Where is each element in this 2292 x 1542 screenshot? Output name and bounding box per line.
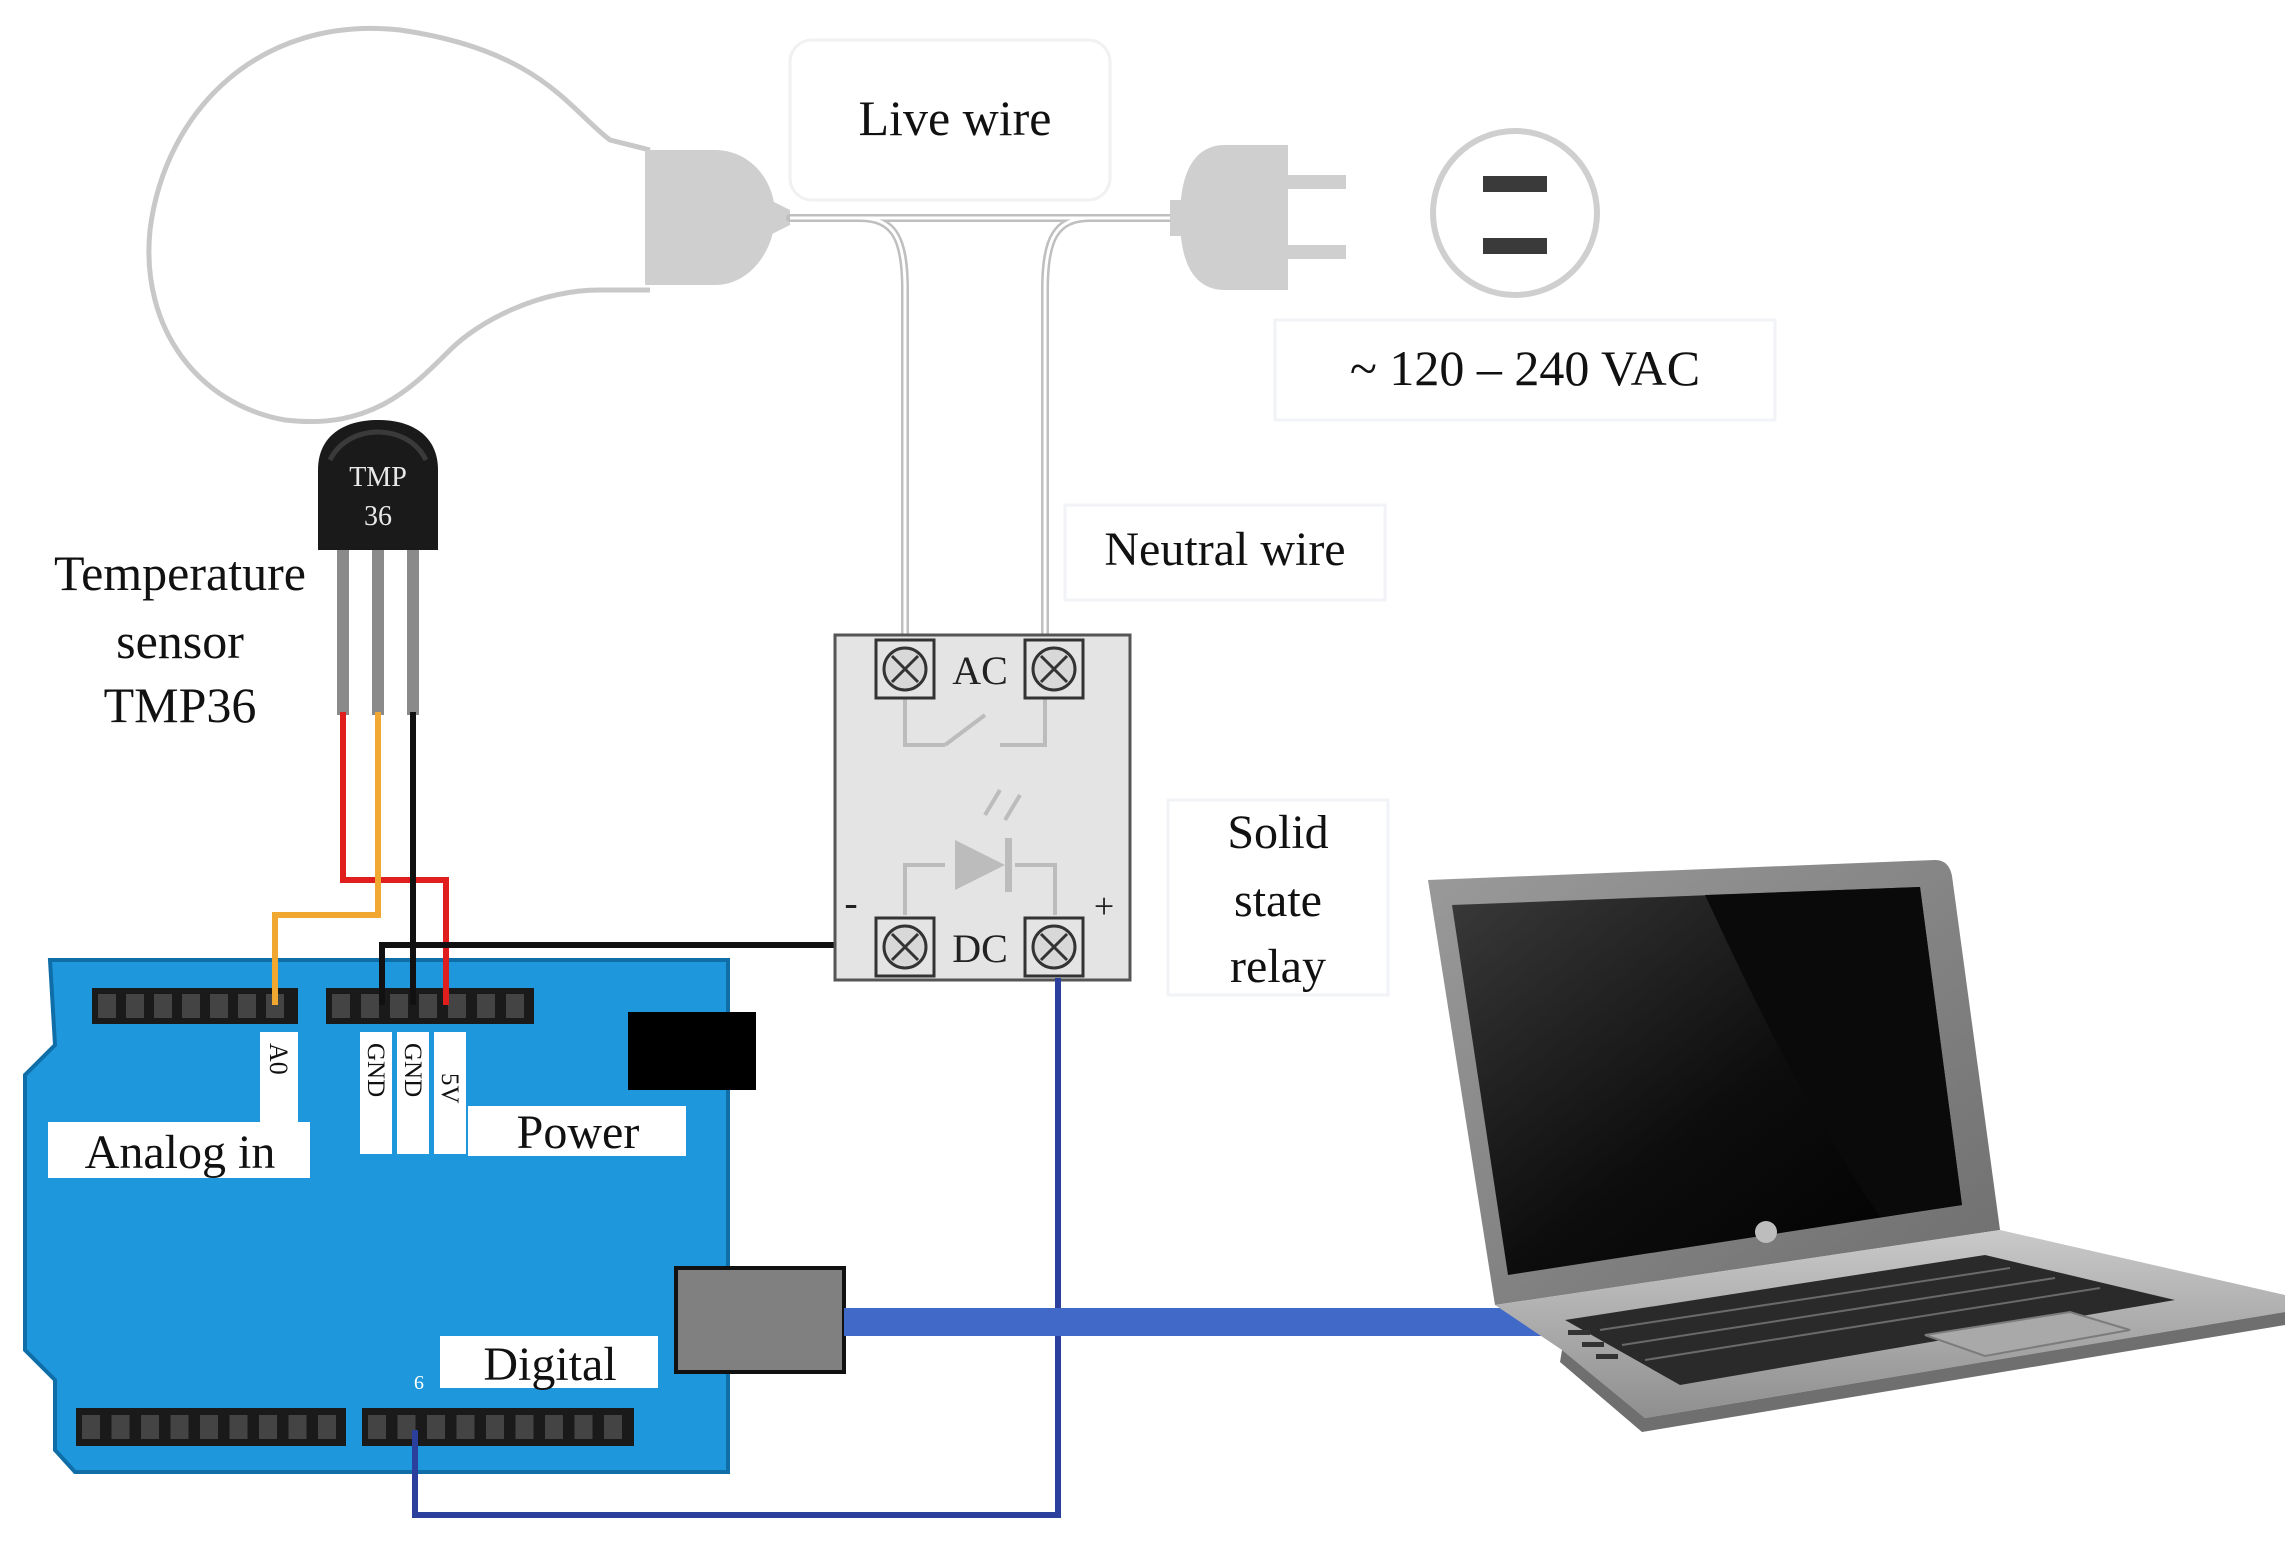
neutral-wire-label: Neutral wire bbox=[1104, 523, 1345, 576]
header-pin bbox=[390, 994, 408, 1018]
header-pin bbox=[98, 994, 116, 1018]
laptop-icon bbox=[1428, 860, 2285, 1432]
header-pin bbox=[111, 1415, 130, 1439]
light-bulb-icon bbox=[45, 20, 698, 485]
header-pin bbox=[486, 1415, 504, 1439]
solid-state-relay: AC DC - + bbox=[833, 633, 1132, 982]
header-pin bbox=[368, 1415, 386, 1439]
header-pin bbox=[545, 1415, 563, 1439]
header-pin bbox=[332, 994, 350, 1018]
wall-outlet-icon bbox=[1430, 128, 1600, 298]
usb-cable bbox=[844, 1308, 1564, 1336]
gnd1-label-box bbox=[360, 1032, 392, 1154]
digital-label-box bbox=[440, 1336, 658, 1388]
sensor-chip-line2: 36 bbox=[364, 501, 392, 532]
v5-label-box bbox=[434, 1032, 466, 1154]
relay-ac-label: AC bbox=[952, 648, 1008, 693]
relay-label-line1: Solid bbox=[1227, 806, 1328, 859]
header-pin bbox=[82, 1415, 100, 1439]
relay-dc-label: DC bbox=[952, 926, 1008, 971]
header-pin bbox=[397, 1415, 416, 1439]
header-pin bbox=[604, 1415, 622, 1439]
sensor-body bbox=[318, 420, 438, 550]
header-pin bbox=[229, 1415, 248, 1439]
header-pin bbox=[574, 1415, 593, 1439]
header-pin bbox=[210, 994, 228, 1018]
neutral-wire-label-box bbox=[1063, 503, 1387, 602]
pin-gnd2: GND bbox=[399, 1043, 426, 1097]
pin-5v: 5V bbox=[436, 1073, 463, 1104]
bulb-base-tip bbox=[770, 200, 790, 235]
relay-terminal-dc-minus bbox=[874, 916, 936, 978]
blue-signal-wire bbox=[412, 978, 1061, 1518]
header-pin bbox=[170, 1415, 189, 1439]
header-pin bbox=[154, 994, 172, 1018]
supply-voltage-label: ~ 120 – 240 VAC bbox=[1350, 340, 1700, 396]
pin-9: 9 bbox=[414, 1371, 424, 1393]
sensor-chip-line1: TMP bbox=[349, 462, 407, 493]
header-pin bbox=[266, 994, 284, 1018]
live-wire bbox=[856, 214, 909, 659]
analog-in-label: Analog in bbox=[85, 1126, 276, 1179]
sensor-label-line2: sensor bbox=[116, 613, 244, 669]
header-pin bbox=[456, 1415, 475, 1439]
header-pin bbox=[182, 994, 200, 1018]
power-plug-icon bbox=[1170, 145, 1346, 290]
digital-label: Digital bbox=[483, 1338, 616, 1391]
relay-label-box bbox=[1166, 798, 1390, 997]
relay-label-line3: relay bbox=[1230, 940, 1326, 993]
analog-in-label-box bbox=[48, 1122, 310, 1178]
header-pin bbox=[318, 1415, 336, 1439]
header-pin bbox=[477, 994, 495, 1018]
relay-terminal-ac-left bbox=[874, 638, 936, 700]
usb-port bbox=[674, 1266, 846, 1374]
pin-gnd1: GND bbox=[362, 1043, 389, 1097]
header-pin bbox=[361, 994, 379, 1018]
relay-terminal-dc-plus bbox=[1023, 916, 1085, 978]
supply-voltage-label-box bbox=[1273, 318, 1777, 422]
header-pin bbox=[259, 1415, 277, 1439]
live-wire-label: Live wire bbox=[859, 90, 1052, 146]
sensor-label-line1: Temperature bbox=[54, 545, 306, 601]
relay-plus-label: + bbox=[1094, 886, 1114, 926]
relay-terminal-ac-right bbox=[1023, 638, 1085, 700]
header-pin bbox=[126, 994, 144, 1018]
black-wire-relay bbox=[379, 942, 898, 1005]
power-jack bbox=[628, 1012, 756, 1090]
orange-wire bbox=[272, 712, 381, 1005]
gnd2-label-box bbox=[397, 1032, 429, 1154]
header-pin bbox=[515, 1415, 534, 1439]
sensor-label-line3: TMP36 bbox=[104, 677, 257, 733]
header-pin bbox=[141, 1415, 159, 1439]
header-pin bbox=[288, 1415, 307, 1439]
live-wire-label-box bbox=[788, 38, 1112, 202]
header-pin bbox=[506, 994, 524, 1018]
header-pin bbox=[448, 994, 466, 1018]
header-pin bbox=[427, 1415, 445, 1439]
header-pin bbox=[238, 994, 256, 1018]
power-label: Power bbox=[517, 1106, 640, 1159]
bulb-glass bbox=[146, 26, 651, 424]
bulb-base bbox=[645, 150, 775, 285]
power-label-box bbox=[468, 1106, 686, 1156]
header-pin bbox=[419, 994, 437, 1018]
relay-minus-label: - bbox=[844, 880, 857, 925]
pin-a0: A0 bbox=[264, 1043, 293, 1075]
a0-label-box bbox=[260, 1032, 298, 1130]
header-pin bbox=[200, 1415, 218, 1439]
temperature-sensor: TMP 36 bbox=[318, 420, 438, 715]
relay-label-line2: state bbox=[1234, 874, 1322, 927]
header-pins bbox=[82, 994, 622, 1439]
